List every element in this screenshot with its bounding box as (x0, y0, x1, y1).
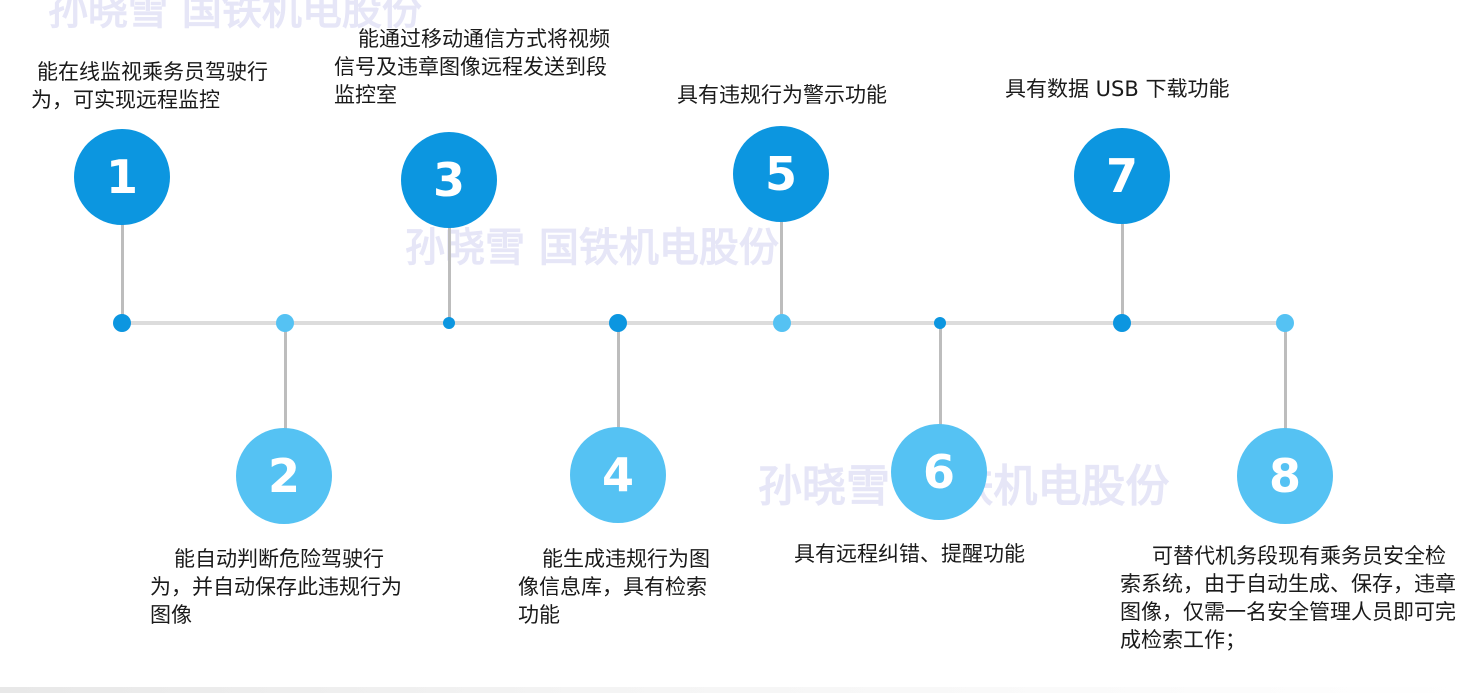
timeline-dot-3 (443, 317, 455, 329)
milestone-number: 3 (432, 153, 465, 207)
timeline-dot-8 (1276, 314, 1294, 332)
milestone-number: 5 (764, 147, 797, 201)
milestone-text: 具有数据 USB 下载功能 (1005, 77, 1230, 101)
connector-5 (780, 220, 783, 323)
milestone-text-6: 具有远程纠错、提醒功能 (794, 540, 1064, 568)
milestone-number: 1 (105, 150, 138, 204)
milestone-text-1: 能在线监视乘务员驾驶行为，可实现远程监控 (31, 58, 277, 114)
milestone-number: 7 (1105, 149, 1138, 203)
timeline-dot-4 (609, 314, 627, 332)
milestone-text-8: 可替代机务段现有乘务员安全检索系统，由于自动生成、保存，违章图像，仅需一名安全管… (1120, 542, 1458, 654)
milestone-text-2: 能自动判断危险驾驶行为，并自动保存此违规行为图像 (150, 545, 412, 629)
milestone-number: 8 (1268, 449, 1301, 503)
milestone-text-3: 能通过移动通信方式将视频信号及违章图像远程发送到段监控室 (334, 25, 616, 109)
milestone-text-4: 能生成违规行为图像信息库，具有检索功能 (518, 545, 714, 629)
milestone-circle-4: 4 (570, 427, 666, 523)
milestone-text: 能自动判断危险驾驶行为，并自动保存此违规行为图像 (150, 547, 402, 627)
footer-band (0, 687, 1467, 693)
milestone-text-7: 具有数据 USB 下载功能 (1005, 75, 1275, 103)
milestone-text: 可替代机务段现有乘务员安全检索系统，由于自动生成、保存，违章图像，仅需一名安全管… (1120, 544, 1456, 652)
milestone-circle-3: 3 (401, 132, 497, 228)
milestone-circle-1: 1 (74, 129, 170, 225)
milestone-circle-8: 8 (1237, 428, 1333, 524)
milestone-circle-7: 7 (1074, 128, 1170, 224)
milestone-circle-2: 2 (236, 428, 332, 524)
milestone-text: 能通过移动通信方式将视频信号及违章图像远程发送到段监控室 (334, 27, 610, 107)
milestone-text: 能在线监视乘务员驾驶行为，可实现远程监控 (31, 60, 268, 112)
connector-4 (617, 323, 620, 430)
connector-7 (1121, 224, 1124, 323)
milestone-circle-5: 5 (733, 126, 829, 222)
milestone-number: 6 (922, 445, 955, 499)
milestone-number: 2 (267, 449, 300, 503)
milestone-text: 能生成违规行为图像信息库，具有检索功能 (518, 547, 710, 627)
milestone-number: 4 (601, 448, 634, 502)
milestone-circle-6: 6 (891, 424, 987, 520)
connector-3 (448, 226, 451, 323)
timeline-dot-2 (276, 314, 294, 332)
timeline-axis (120, 321, 1288, 325)
timeline-dot-7 (1113, 314, 1131, 332)
milestone-text: 具有远程纠错、提醒功能 (794, 542, 1025, 566)
timeline-dot-6 (934, 317, 946, 329)
milestone-text-5: 具有违规行为警示功能 (677, 81, 937, 109)
connector-8 (1284, 323, 1287, 431)
connector-6 (939, 323, 942, 426)
timeline-dot-5 (773, 314, 791, 332)
connector-1 (121, 222, 124, 323)
milestone-text: 具有违规行为警示功能 (677, 83, 887, 107)
timeline-dot-1 (113, 314, 131, 332)
connector-2 (284, 323, 287, 431)
